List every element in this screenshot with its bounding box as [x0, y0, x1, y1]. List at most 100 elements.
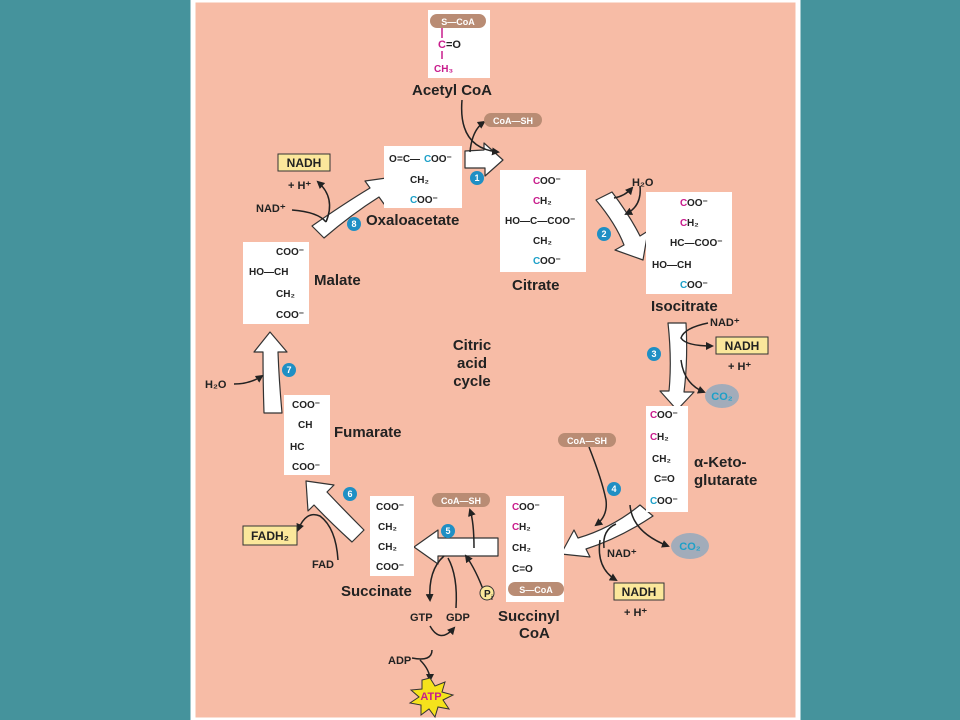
step-5-label: 5 — [445, 526, 450, 536]
co2-step3-label: CO₂ — [711, 391, 733, 403]
atp-label: ATP — [420, 691, 441, 703]
step-3-label: 3 — [651, 349, 656, 359]
oxaloacetate-name: Oxaloacetate — [366, 212, 459, 229]
iso-c5: C — [680, 280, 687, 291]
succinyl-coa-name-2: CoA — [519, 625, 550, 642]
citrate-box — [500, 170, 586, 272]
nadh-step4-box — [613, 582, 665, 601]
step-7-badge — [282, 363, 296, 377]
iso-ho: HO—CH — [652, 260, 691, 271]
mal-l4: COO⁻ — [276, 310, 304, 321]
adp-label: ADP — [388, 655, 411, 667]
fum-l1: COO⁻ — [292, 400, 320, 411]
gtp-label: GTP — [410, 612, 433, 624]
co2-step4-arrow — [629, 504, 670, 548]
coa-sh-step4-arrow — [588, 446, 608, 527]
step-8-label: 8 — [351, 219, 356, 229]
acetyl-scoa-pill — [430, 14, 486, 28]
coa-sh-pill-5 — [432, 493, 490, 507]
fadh2-label: FADH₂ — [251, 529, 289, 543]
sucoa-ch2: CH₂ — [512, 543, 531, 554]
coa-sh-pill-1 — [484, 113, 542, 127]
citrate-h2: H₂ — [540, 196, 552, 207]
akg-c2: C — [650, 432, 657, 443]
succ-l2: CH₂ — [378, 522, 397, 533]
nad-step3-label: NAD⁺ — [710, 317, 740, 329]
coa-sh-step5-arrow — [468, 508, 476, 549]
coa-sh-release-arrow — [469, 120, 486, 153]
step-7-arrow — [253, 331, 288, 414]
fum-l2: CH — [298, 420, 312, 431]
citrate-ch2: CH₂ — [533, 236, 552, 247]
nadh-step3-box — [715, 336, 769, 355]
oxaloacetate-box — [384, 146, 462, 208]
sucoa-h2: H₂ — [519, 522, 531, 533]
gtp-gdp-exchange-arrow — [429, 625, 456, 637]
h-step4-label: + H⁺ — [624, 607, 647, 619]
iso-mid: HC—COO⁻ — [670, 238, 723, 249]
oxalo-o: O — [389, 154, 397, 165]
step-6-arrow — [305, 480, 365, 543]
sucoa-coo1: OO⁻ — [519, 502, 540, 513]
malate-name: Malate — [314, 272, 361, 289]
citrate-c5: C — [533, 256, 540, 267]
succ-l4: COO⁻ — [376, 562, 404, 573]
pi-label: P — [484, 589, 491, 600]
fad-label: FAD — [312, 559, 334, 571]
akg-ch2: CH₂ — [652, 454, 671, 465]
gtp-atp-arrow — [411, 649, 433, 660]
alpha-ketoglutarate-box — [646, 406, 688, 512]
akg-name-1: α-Keto- — [694, 454, 747, 471]
step-6-label: 6 — [347, 489, 352, 499]
iso-coo5: OO⁻ — [687, 280, 708, 291]
nad-step8-arrow — [291, 209, 327, 223]
acetyl-coa-name: Acetyl CoA — [412, 82, 492, 99]
citrate-coo1: OO⁻ — [540, 176, 561, 187]
nadh-step4-label: NADH — [622, 585, 657, 599]
cycle-label-2: acid — [457, 355, 487, 372]
pi-circle — [479, 585, 495, 601]
malate-box — [243, 242, 309, 324]
succ-l1: COO⁻ — [376, 502, 404, 513]
diagram-panel — [190, 0, 801, 720]
nadh-step8-label: NADH — [287, 156, 322, 170]
iso-c1: C — [680, 198, 687, 209]
co2-step3-oval — [705, 384, 739, 408]
sucoa-co: C=O — [512, 564, 533, 575]
fum-l4: COO⁻ — [292, 462, 320, 473]
sucoa-c2: C — [512, 522, 519, 533]
nadh-step8-arrow — [316, 180, 331, 223]
step-1-badge — [470, 171, 484, 185]
step-4-label: 4 — [611, 484, 616, 494]
iso-c2: C — [680, 218, 687, 229]
pi-sub-label: i — [491, 595, 493, 602]
akg-coo5: OO⁻ — [657, 496, 678, 507]
oxalo-c3: C — [410, 195, 417, 206]
h-step8-label: + H⁺ — [288, 180, 311, 192]
gtp-step5-arrow — [425, 555, 445, 602]
akg-h2: H₂ — [657, 432, 669, 443]
nad-step4-label: NAD⁺ — [607, 548, 637, 560]
step-3-badge — [647, 347, 661, 361]
succ-l3: CH₂ — [378, 542, 397, 553]
isocitrate-name: Isocitrate — [651, 298, 718, 315]
sucoa-scoa-pill — [508, 582, 564, 596]
oxalo-ch2: CH₂ — [410, 175, 429, 186]
citrate-c1: C — [533, 176, 540, 187]
akg-c5: C — [650, 496, 657, 507]
gdp-label: GDP — [446, 612, 470, 624]
fadh2-box — [242, 525, 298, 546]
co2-step4-label: CO₂ — [679, 541, 701, 553]
cycle-label-1: Citric — [453, 337, 491, 354]
co2-step4-oval — [671, 533, 709, 559]
citrate-coo5: OO⁻ — [540, 256, 561, 267]
atp-star — [408, 677, 455, 719]
nadh-step8-box — [277, 153, 331, 172]
coa-sh-pill-4 — [558, 433, 616, 447]
oxalo-c2: C — [424, 154, 431, 165]
mal-l3: CH₂ — [276, 289, 295, 300]
sucoa-c1: C — [512, 502, 519, 513]
succinyl-coa-name-1: Succinyl — [498, 608, 560, 625]
step-7-label: 7 — [286, 365, 291, 375]
